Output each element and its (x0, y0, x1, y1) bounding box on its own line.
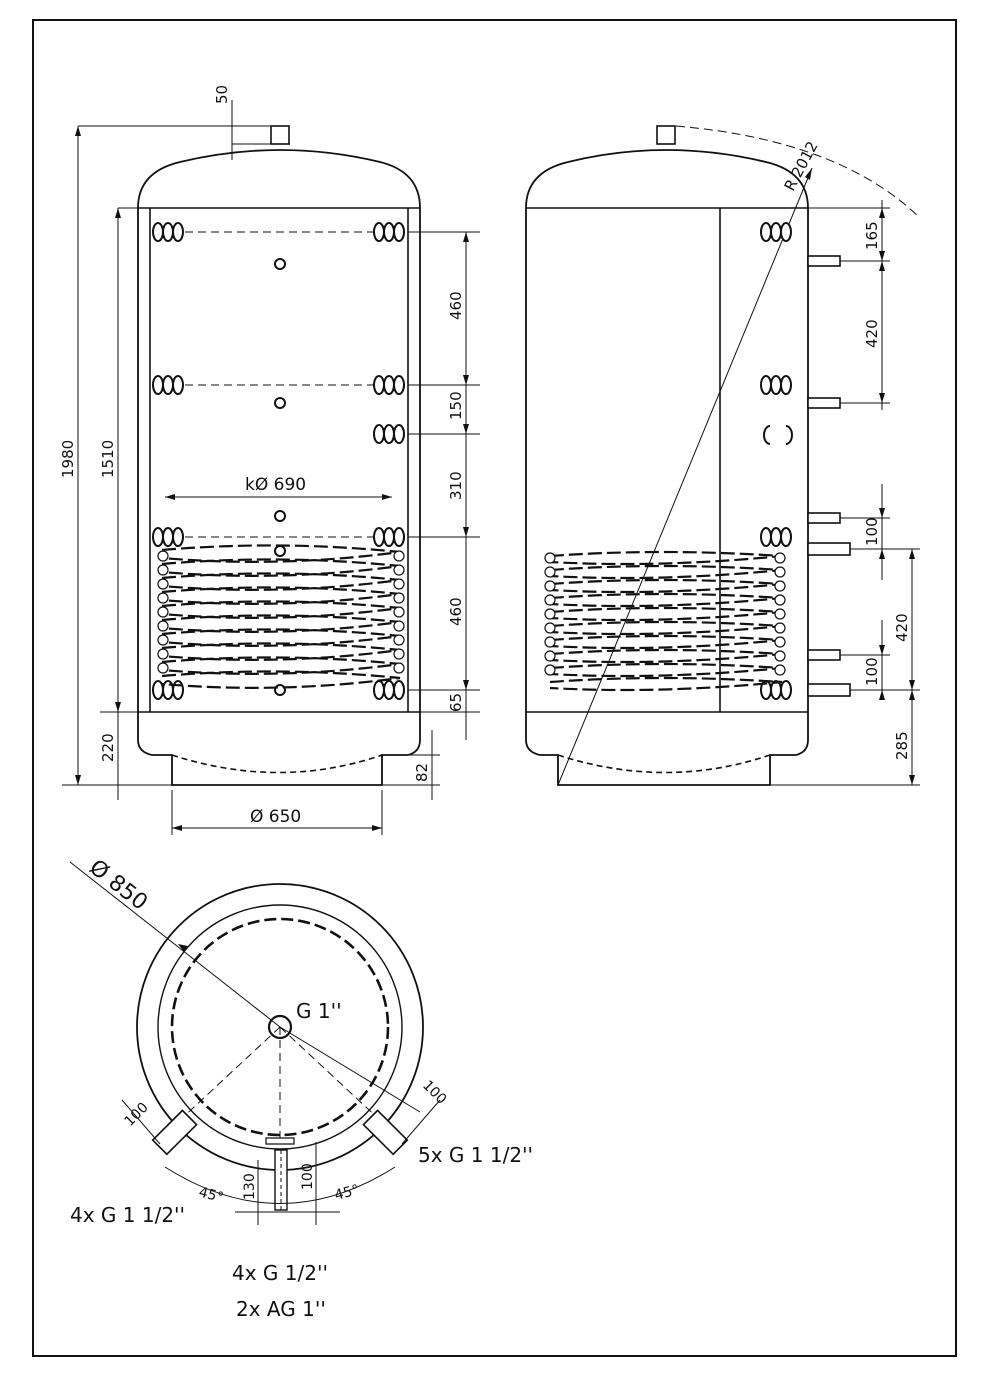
drawing-frame (32, 19, 957, 1357)
dim-inner-diameter: kØ 690 (245, 475, 306, 495)
side-dimension-lines (770, 200, 920, 786)
label-left-ports: 4x G 1 1/2'' (70, 1203, 185, 1227)
dim-100-bottom: 100 (300, 1163, 316, 1190)
label-center-connection: G 1'' (296, 999, 342, 1023)
dim-bottom-220: 220 (99, 733, 117, 762)
dim-130: 130 (242, 1173, 258, 1200)
dim-285: 285 (893, 731, 911, 760)
dim-total-1980: 1980 (59, 440, 77, 478)
dim-165: 165 (863, 221, 881, 250)
dim-420-top: 420 (863, 319, 881, 348)
label-bottom-ports-2: 2x AG 1'' (236, 1297, 326, 1321)
dim-pitch-65: 65 (447, 693, 465, 712)
front-centerlines (185, 231, 378, 538)
dim-outer-diameter: Ø 850 (84, 855, 152, 916)
dim-socket-50: 50 (213, 85, 231, 104)
dim-100-lower: 100 (863, 657, 881, 686)
label-right-ports: 5x G 1 1/2'' (418, 1143, 533, 1167)
dim-pitch-460-bottom: 460 (447, 597, 465, 626)
dim-base-diameter: Ø 650 (250, 807, 301, 827)
dim-420-bottom: 420 (893, 613, 911, 642)
top-view (69, 861, 441, 1225)
dim-pitch-460-top: 460 (447, 291, 465, 320)
front-view (137, 125, 421, 786)
front-coil-ends (157, 550, 405, 674)
front-dimension-arrows (75, 126, 469, 831)
dim-radius: R 2012 (781, 138, 822, 194)
side-view (525, 125, 921, 786)
front-dimension-lines (62, 100, 480, 835)
dim-pitch-310: 310 (447, 471, 465, 500)
dim-pitch-150: 150 (447, 391, 465, 420)
side-heat-exchanger-coil (549, 550, 783, 692)
label-bottom-ports-1: 4x G 1/2'' (232, 1261, 328, 1285)
side-coil-ends (544, 552, 786, 676)
side-dimension-arrows (805, 168, 915, 785)
front-pipe-connections (152, 222, 405, 700)
dim-base-82: 82 (413, 763, 431, 782)
angle-right: 45° (333, 1182, 361, 1204)
angle-left: 45° (197, 1184, 225, 1206)
dim-upper-1510: 1510 (99, 440, 117, 478)
side-sensor-port (763, 425, 793, 445)
dim-100-upper: 100 (863, 517, 881, 546)
front-heat-exchanger-coil (161, 544, 401, 689)
dim-100-right: 100 (419, 1078, 449, 1108)
